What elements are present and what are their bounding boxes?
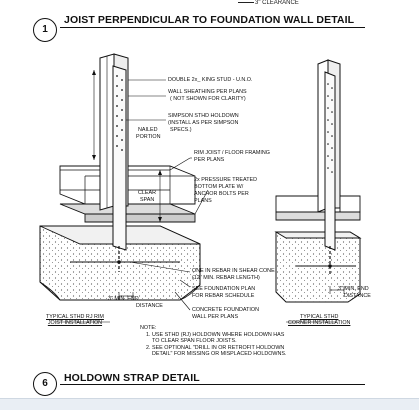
detail-1-title: JOIST PERPENDICULAR TO FOUNDATION WALL D… xyxy=(64,14,355,26)
ann-end-distance-1: 3" MIN. END xyxy=(108,296,139,302)
ann-end-distance-2: DISTANCE xyxy=(136,303,163,309)
note-line-2: TO CLEAR SPAN FLOOR JOISTS. xyxy=(152,338,237,345)
note-line-4: DETAIL" FOR MISSING OR MISPLACED HOLDOWN… xyxy=(152,351,287,358)
clearance-leader xyxy=(238,2,254,3)
caption-left-line-1: TYPICAL STHD RJ RIM xyxy=(46,314,104,320)
ann-foundation-2: FOR REBAR SCHEDULE xyxy=(192,293,255,299)
caption-right-line-1: TYPICAL STHD xyxy=(299,314,339,320)
clearance-note: 3" CLEARANCE xyxy=(255,0,299,6)
detail-6-title-rule xyxy=(60,384,365,386)
ann-plate-2: BOTTOM PLATE W/ xyxy=(194,184,244,190)
ann-rebar-1: ONE IN REBAR IN SHEAR CONE xyxy=(192,268,275,274)
detail-1-title-rule xyxy=(60,27,365,29)
note-line-3: 2. SEE OPTIONAL "DRILL IN OR RETROFIT HO… xyxy=(146,344,285,351)
ann-rim-2: PER PLANS xyxy=(194,157,225,163)
ann-holdown-3: SPECS.) xyxy=(170,127,192,133)
caption-right-line-2: CORNER INSTALLATION xyxy=(288,320,351,327)
notes-heading: NOTE: xyxy=(140,325,157,331)
ann-concrete-1: CONCRETE FOUNDATION xyxy=(192,307,259,313)
ann-plate-1: 2x PRESSURE TREATED xyxy=(194,177,258,183)
ann-holdown-2: (INSTALL AS PER SIMPSON xyxy=(168,120,239,126)
note-line-1: 1. USE STHD (RJ) HOLDOWN WHERE HOLDOWN H… xyxy=(146,331,285,338)
detail-1-number: 1 xyxy=(33,18,57,42)
ann-rebar-2: (12" MIN. REBAR LENGTH) xyxy=(192,275,260,281)
ann-nailed-1: NAILED xyxy=(138,127,158,133)
holdown-strap-left xyxy=(112,65,127,251)
ann-plate-4: PLANS xyxy=(194,198,212,204)
holdown-strap-right xyxy=(324,71,336,251)
caption-right: TYPICAL STHD CORNER INSTALLATION xyxy=(288,314,350,327)
detail-6-title: HOLDOWN STRAP DETAIL xyxy=(64,372,200,384)
caption-left: TYPICAL STHD RJ RIM JOIST INSTALLATION xyxy=(46,314,104,327)
ann-sheathing-2: ( NOT SHOWN FOR CLARITY) xyxy=(170,96,246,102)
ann-holdown-1: SIMPSON STHD HOLDOWN xyxy=(168,113,239,119)
bottom-toolbar xyxy=(0,398,419,410)
ann-sheathing-1: WALL SHEATHING PER PLANS xyxy=(168,89,247,95)
ann-king-stud: DOUBLE 2x_ KING STUD - U.N.O. xyxy=(168,77,253,83)
ann-clear-1: CLEAR xyxy=(138,190,156,196)
ann-end-distance-right-2: DISTANCE xyxy=(344,293,371,299)
ann-rim-1: RIM JOIST / FLOOR FRAMING xyxy=(194,150,270,156)
ann-end-distance-right-1: 3" MIN. END xyxy=(338,286,369,292)
ann-concrete-2: WALL PER PLANS xyxy=(192,314,239,320)
caption-left-line-2: JOIST INSTALLATION xyxy=(47,320,103,327)
detail-6-number: 6 xyxy=(33,372,57,396)
ann-nailed-2: PORTION xyxy=(136,134,161,140)
ann-clear-2: SPAN xyxy=(140,197,155,203)
ann-plate-3: ANCHOR BOLTS PER xyxy=(194,191,249,197)
ann-foundation-1: SEE FOUNDATION PLAN xyxy=(192,286,256,292)
notes-block: NOTE: 1. USE STHD (RJ) HOLDOWN WHERE HOL… xyxy=(140,325,287,358)
